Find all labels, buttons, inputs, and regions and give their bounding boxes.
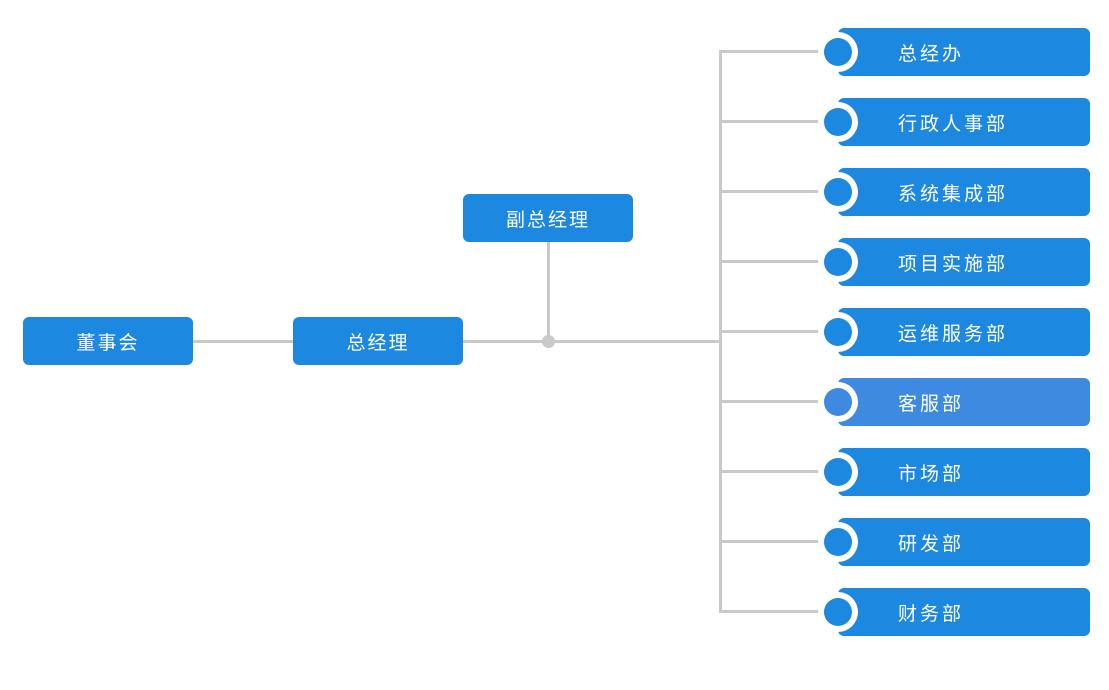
branch-line-8 bbox=[719, 540, 840, 543]
department-label: 系统集成部 bbox=[898, 182, 1009, 205]
department-node-1[interactable]: 总经办 bbox=[818, 28, 1090, 76]
node-board[interactable]: 董事会 bbox=[23, 317, 193, 365]
connector-gm-to-junction bbox=[463, 340, 548, 343]
node-general-manager[interactable]: 总经理 bbox=[293, 317, 463, 365]
connector-junction-to-deputy bbox=[547, 242, 550, 341]
branch-line-9 bbox=[719, 610, 840, 613]
branch-line-3 bbox=[719, 190, 840, 193]
department-label: 市场部 bbox=[898, 462, 965, 485]
department-bar bbox=[838, 238, 1090, 286]
department-bullet-icon bbox=[824, 248, 852, 276]
department-label: 客服部 bbox=[898, 392, 965, 415]
department-bullet-icon bbox=[824, 108, 852, 136]
department-bar bbox=[838, 378, 1090, 426]
branch-line-6 bbox=[719, 400, 840, 403]
department-node-5[interactable]: 运维服务部 bbox=[818, 308, 1090, 356]
department-bullet-icon bbox=[824, 458, 852, 486]
node-deputy-general-manager[interactable]: 副总经理 bbox=[463, 194, 633, 242]
connector-board-to-gm bbox=[193, 340, 293, 343]
branch-line-2 bbox=[719, 120, 840, 123]
department-bullet-icon bbox=[824, 528, 852, 556]
department-label: 运维服务部 bbox=[898, 322, 1009, 345]
department-label: 研发部 bbox=[898, 532, 965, 555]
department-label: 财务部 bbox=[898, 602, 965, 625]
department-bar bbox=[838, 308, 1090, 356]
junction-dot bbox=[542, 335, 555, 348]
department-bar bbox=[838, 588, 1090, 636]
department-node-9[interactable]: 财务部 bbox=[818, 588, 1090, 636]
department-node-8[interactable]: 研发部 bbox=[818, 518, 1090, 566]
branch-line-7 bbox=[719, 470, 840, 473]
branch-line-1 bbox=[719, 50, 840, 53]
department-node-4[interactable]: 项目实施部 bbox=[818, 238, 1090, 286]
department-bar bbox=[838, 98, 1090, 146]
department-bullet-icon bbox=[824, 598, 852, 626]
department-bar bbox=[838, 518, 1090, 566]
branch-line-5 bbox=[719, 330, 840, 333]
department-node-2[interactable]: 行政人事部 bbox=[818, 98, 1090, 146]
branch-line-4 bbox=[719, 260, 840, 263]
department-bullet-icon bbox=[824, 178, 852, 206]
department-bar bbox=[838, 28, 1090, 76]
department-bullet-icon bbox=[824, 388, 852, 416]
department-bullet-icon bbox=[824, 318, 852, 346]
department-node-7[interactable]: 市场部 bbox=[818, 448, 1090, 496]
department-bar bbox=[838, 168, 1090, 216]
department-label: 总经办 bbox=[898, 42, 965, 65]
connector-junction-to-spine bbox=[548, 340, 720, 343]
department-label: 行政人事部 bbox=[898, 112, 1009, 135]
department-bullet-icon bbox=[824, 38, 852, 66]
department-node-3[interactable]: 系统集成部 bbox=[818, 168, 1090, 216]
department-bar bbox=[838, 448, 1090, 496]
department-node-6[interactable]: 客服部 bbox=[818, 378, 1090, 426]
department-label: 项目实施部 bbox=[898, 252, 1009, 275]
